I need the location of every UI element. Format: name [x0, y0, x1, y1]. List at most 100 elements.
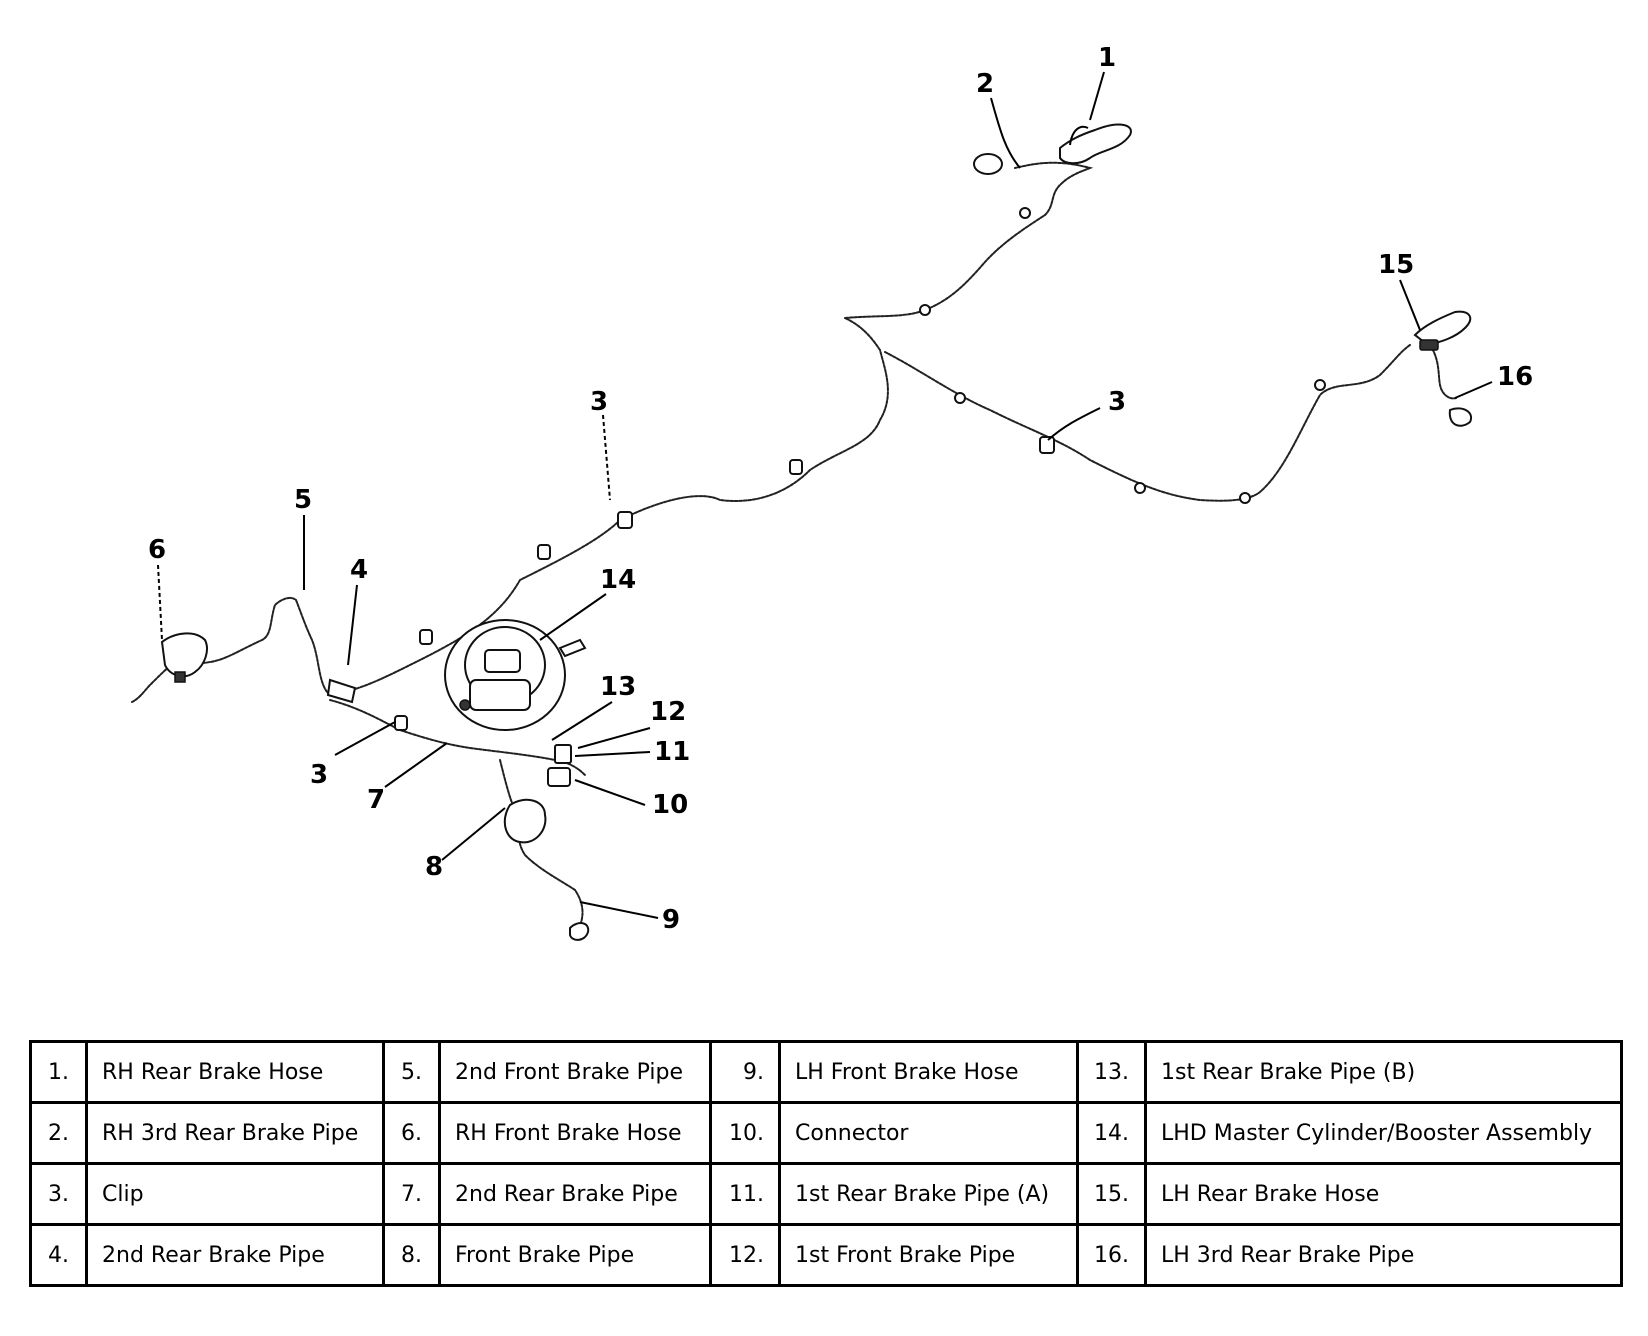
legend-label: RH Rear Brake Hose	[85, 1040, 385, 1104]
leader-16	[1454, 381, 1493, 399]
rh-rear-hose-loop	[1069, 125, 1089, 146]
leader-12	[577, 727, 651, 749]
leader-14	[539, 593, 607, 641]
callout-13: 13	[600, 672, 636, 702]
legend-number: 7.	[382, 1162, 441, 1226]
callouts: 1 2 3 3 3 4 5 6 7 8 9 10 11 12 13 14 15 …	[148, 43, 1533, 935]
leader-1	[1089, 71, 1105, 121]
lh-front-brake-assembly	[503, 798, 590, 941]
legend-row: 4. 2nd Rear Brake Pipe 8. Front Brake Pi…	[29, 1223, 1623, 1287]
callout-3: 3	[310, 760, 328, 790]
leader-7	[384, 742, 448, 788]
clip	[617, 511, 633, 529]
2nd-front-brake-pipe	[179, 596, 331, 696]
legend-label: 2nd Rear Brake Pipe	[85, 1223, 385, 1287]
clip	[1134, 482, 1146, 494]
parts-legend-table: 1. RH Rear Brake Hose 5. 2nd Front Brake…	[29, 1040, 1623, 1287]
leader-3-upper	[602, 414, 611, 501]
booster-stud	[558, 638, 587, 658]
callout-5: 5	[294, 485, 312, 515]
legend-label: LHD Master Cylinder/Booster Assembly	[1144, 1101, 1623, 1165]
legend-row: 3. Clip 7. 2nd Rear Brake Pipe 11. 1st R…	[29, 1162, 1623, 1226]
legend-number: 10.	[709, 1101, 781, 1165]
master-cylinder-booster	[444, 619, 587, 731]
leader-11	[574, 751, 651, 757]
clip	[789, 459, 803, 475]
lh-rear-brake-hose	[1413, 310, 1472, 347]
rh-rear-wheel-cylinder	[973, 153, 1003, 175]
legend-label: Front Brake Pipe	[438, 1223, 712, 1287]
rear-brake-pipe-trunk	[329, 317, 889, 696]
legend-number: 5.	[382, 1040, 441, 1104]
callout-15: 15	[1378, 250, 1414, 280]
legend-label: Connector	[778, 1101, 1079, 1165]
legend-number: 11.	[709, 1162, 781, 1226]
legend-number: 1.	[29, 1040, 88, 1104]
legend-label: LH 3rd Rear Brake Pipe	[1144, 1223, 1623, 1287]
callout-11: 11	[654, 737, 690, 767]
callout-2: 2	[976, 69, 994, 99]
callout-6: 6	[148, 535, 166, 565]
leader-2	[990, 97, 1021, 169]
legend-number: 15.	[1076, 1162, 1147, 1226]
reservoir	[484, 649, 521, 673]
rh-front-brake-hose	[160, 632, 208, 678]
clip	[1019, 207, 1031, 219]
clip	[394, 715, 408, 731]
leader-9	[579, 901, 659, 919]
lh-rear-brake-assembly	[1413, 310, 1473, 427]
lh-3rd-rear-brake-pipe	[1429, 344, 1457, 400]
legend-label: 2nd Front Brake Pipe	[438, 1040, 712, 1104]
legend-row: 2. RH 3rd Rear Brake Pipe 6. RH Front Br…	[29, 1101, 1623, 1165]
lh-rear-brake-pipe	[884, 344, 1411, 502]
legend-number: 8.	[382, 1223, 441, 1287]
legend-number: 14.	[1076, 1101, 1147, 1165]
legend-number: 9.	[709, 1040, 781, 1104]
leader-15	[1399, 279, 1421, 331]
callout-3: 3	[1108, 387, 1126, 417]
callout-8: 8	[425, 852, 443, 882]
legend-label: 1st Rear Brake Pipe (B)	[1144, 1040, 1623, 1104]
legend-number: 6.	[382, 1101, 441, 1165]
callout-4: 4	[350, 555, 368, 585]
clip	[919, 304, 931, 316]
clip	[954, 392, 966, 404]
rh-front-bracket	[174, 671, 186, 683]
connector	[547, 767, 571, 787]
leader-13	[551, 701, 613, 741]
callout-3: 3	[590, 387, 608, 417]
legend-number: 13.	[1076, 1040, 1147, 1104]
callout-16: 16	[1497, 362, 1533, 392]
lh-front-caliper	[503, 798, 547, 844]
lh-rear-fitting	[1448, 407, 1473, 427]
leader-3-lower	[334, 721, 396, 756]
brake-system-diagram: 1 2 3 3 3 4 5 6 7 8 9 10 11 12 13 14 15 …	[131, 43, 1533, 941]
legend-number: 2.	[29, 1101, 88, 1165]
legend-label: RH Front Brake Hose	[438, 1101, 712, 1165]
clip	[537, 544, 551, 560]
legend-number: 3.	[29, 1162, 88, 1226]
callout-1: 1	[1098, 43, 1116, 73]
lh-rear-bracket	[1419, 339, 1439, 351]
legend-row: 1. RH Rear Brake Hose 5. 2nd Front Brake…	[29, 1040, 1623, 1104]
master-cylinder	[469, 679, 531, 711]
callout-14: 14	[600, 565, 636, 595]
rh-front-brake-pipe-block	[326, 678, 357, 704]
callout-7: 7	[367, 785, 385, 815]
callout-9: 9	[662, 905, 680, 935]
clip	[1314, 379, 1326, 391]
rh-rear-brake-pipe	[844, 161, 1094, 319]
legend-label: LH Front Brake Hose	[778, 1040, 1079, 1104]
clip	[1239, 492, 1251, 504]
legend-label: RH 3rd Rear Brake Pipe	[85, 1101, 385, 1165]
rh-front-brake-assembly	[160, 632, 208, 683]
brake-pipe-block	[554, 744, 572, 764]
callout-12: 12	[650, 697, 686, 727]
callout-10: 10	[652, 790, 688, 820]
leader-lines	[157, 71, 1493, 919]
clip	[419, 629, 433, 645]
legend-label: 1st Front Brake Pipe	[778, 1223, 1079, 1287]
lh-front-brake-hose	[569, 922, 590, 941]
rh-rear-brake-assembly	[973, 123, 1132, 175]
legend-label: 2nd Rear Brake Pipe	[438, 1162, 712, 1226]
